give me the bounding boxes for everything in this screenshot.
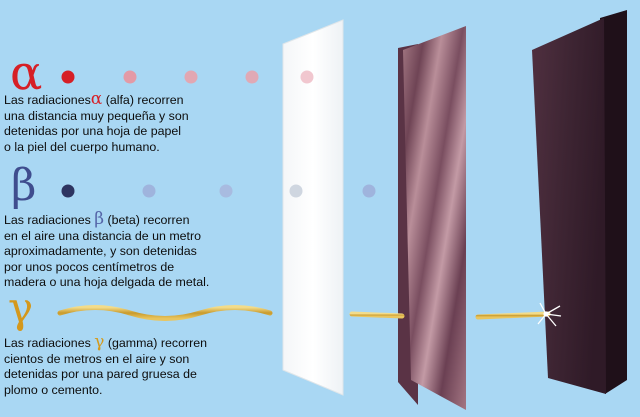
paper-sheet — [282, 19, 344, 396]
gamma-text-start: Las radiaciones — [4, 336, 95, 350]
beta-text-start: Las radiaciones — [4, 213, 95, 227]
beta-text-end: (beta) recorren en el aire una distancia… — [4, 213, 210, 289]
beta-particles — [61, 184, 376, 198]
alpha-text-end: (alfa) recorren una distancia muy pequeñ… — [4, 93, 189, 154]
wood-board — [398, 26, 466, 410]
alpha-text-start: Las radiaciones — [4, 93, 91, 107]
beta-inline-symbol: β — [94, 209, 105, 229]
gamma-text-end: (gamma) recorren cientos de metros en el… — [4, 336, 207, 397]
beta-description: Las radiaciones β (beta) recorren en el … — [4, 211, 210, 291]
alpha-inline-symbol: α — [90, 89, 103, 109]
beta-symbol: β — [11, 160, 36, 211]
alpha-symbol: α — [10, 45, 42, 101]
gamma-description: Las radiaciones γ (gamma) recorren cient… — [4, 334, 207, 398]
alpha-particles — [61, 70, 314, 84]
metal-wall — [532, 10, 627, 394]
gamma-beam — [57, 302, 562, 327]
gamma-inline-symbol: γ — [94, 332, 105, 352]
alpha-description: Las radiacionesα (alfa) recorren una dis… — [4, 91, 189, 155]
gamma-symbol: γ — [8, 283, 33, 332]
